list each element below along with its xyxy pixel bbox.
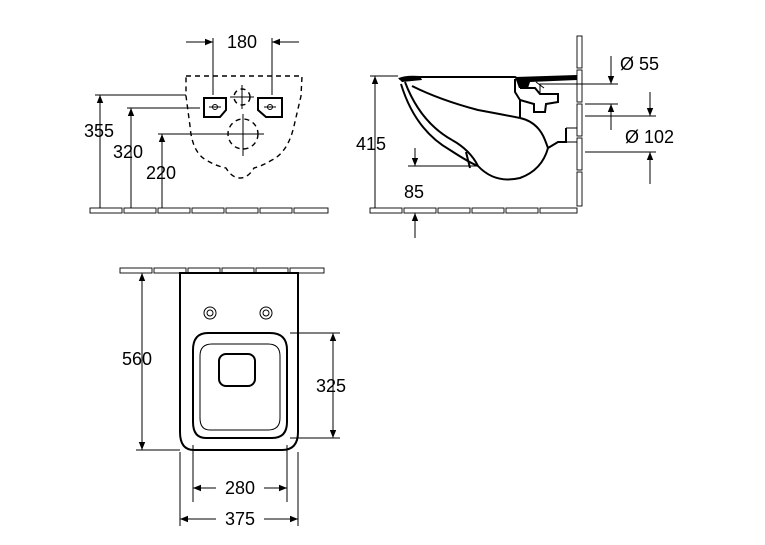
floor-front (89, 207, 329, 214)
left-fixing-icon (203, 97, 227, 118)
dim-length: 560 (122, 349, 152, 369)
dim-outlet-diameter: Ø 102 (625, 127, 674, 147)
top-view: 560 325 280 375 (119, 267, 346, 529)
bolt-left-icon (203, 306, 217, 320)
dim-height-355: 355 (84, 121, 114, 141)
dim-inner-width: 280 (225, 478, 255, 498)
bowl-profile (398, 75, 577, 181)
dim-height-320: 320 (113, 142, 143, 162)
right-fixing-icon (257, 97, 283, 118)
front-view: 180 355 320 220 (84, 32, 329, 214)
front-bowl-outline (185, 75, 303, 179)
outlet-circle-icon (222, 114, 264, 156)
floor-side (369, 207, 578, 214)
dim-inlet-diameter: Ø 55 (620, 54, 659, 74)
bolt-right-icon (259, 306, 273, 320)
water-area (218, 353, 256, 387)
dim-outlet-height: 85 (404, 182, 424, 202)
dim-height-220: 220 (146, 163, 176, 183)
seat-opening (192, 332, 288, 439)
dim-bowl-height: 415 (356, 134, 386, 154)
inlet-circle-icon (230, 85, 254, 109)
top-bowl-outline (179, 272, 299, 451)
side-view: 415 85 Ø 55 Ø 102 (356, 35, 674, 238)
dim-seat-length: 325 (316, 376, 346, 396)
wall (576, 35, 583, 207)
dim-fixing-spacing: 180 (227, 32, 257, 52)
dim-outer-width: 375 (225, 509, 255, 529)
